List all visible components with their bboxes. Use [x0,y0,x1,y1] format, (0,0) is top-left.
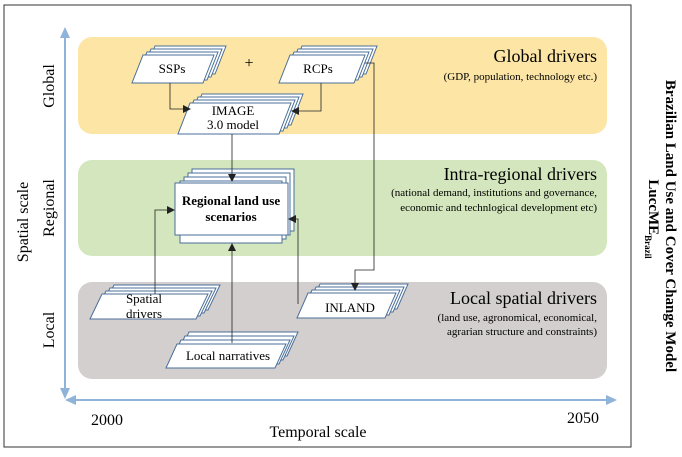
plus-sign: + [244,55,253,72]
regional-drivers-subtitle-1: (national demand, institutions and gover… [391,187,597,199]
image-model-label-1: IMAGE [212,103,255,118]
local-drivers-subtitle-2: agrarian structure and constraints) [447,326,597,338]
regional-scenarios-label-2: scenarios [205,209,256,224]
side-title-main: Brazilian Land Use and Cover Change Mode… [662,80,678,372]
temporal-scale-label: Temporal scale [269,424,366,441]
local-drivers-subtitle-1: (land use, agronomical, economical, [438,312,598,324]
regional-drivers-subtitle-2: economic and technlogical development et… [400,202,597,214]
rcps-box [278,45,378,84]
spatial-axis-arrow-down [60,388,70,399]
start-year-label: 2000 [91,412,123,429]
spatial-drivers-box [89,284,221,320]
level-regional-label: Regional [41,179,58,237]
image-model-label-2: 3.0 model [207,117,259,132]
local-drivers-title: Local spatial drivers [450,288,597,308]
inland-to-scenarios-arrow [288,215,299,304]
temporal-axis-arrow-right [606,395,617,405]
global-drivers-subtitle: (GDP, population, technology etc.) [444,71,598,83]
temporal-axis-arrow-left [65,395,76,405]
global-drivers-title: Global drivers [494,46,597,66]
side-title-model: LuccMEBrazil [643,179,661,259]
image-model-box [177,93,304,135]
inland-box [296,283,409,319]
level-local-label: Local [41,311,58,348]
ssps-label: SSPs [159,61,186,76]
level-global-label: Global [41,64,58,108]
local-narratives-label: Local narratives [186,348,270,363]
local-narratives-box [165,331,299,369]
side-title: Brazilian Land Use and Cover Change Mode… [643,80,678,372]
ssps-box [131,45,227,84]
regional-scenarios-box [174,168,295,244]
spatial-drivers-label-2: drivers [126,306,162,321]
spatial-drivers-to-scenarios-arrow [154,206,175,294]
end-year-label: 2050 [567,410,599,427]
rcps-label: RCPs [303,61,333,76]
rcps-to-image-arrow [291,83,322,115]
spatial-axis-arrow-up [60,27,70,38]
ssps-to-image-arrow [169,83,191,113]
spatial-scale-label: Spatial scale [15,182,32,262]
outer-frame [3,4,632,448]
spatial-drivers-label-1: Spatial [126,291,162,306]
inland-label: INLAND [325,300,375,315]
regional-drivers-title: Intra-regional drivers [444,164,597,184]
regional-scenarios-label-1: Regional land use [182,193,280,208]
rcps-to-inland-arrow [351,62,375,291]
